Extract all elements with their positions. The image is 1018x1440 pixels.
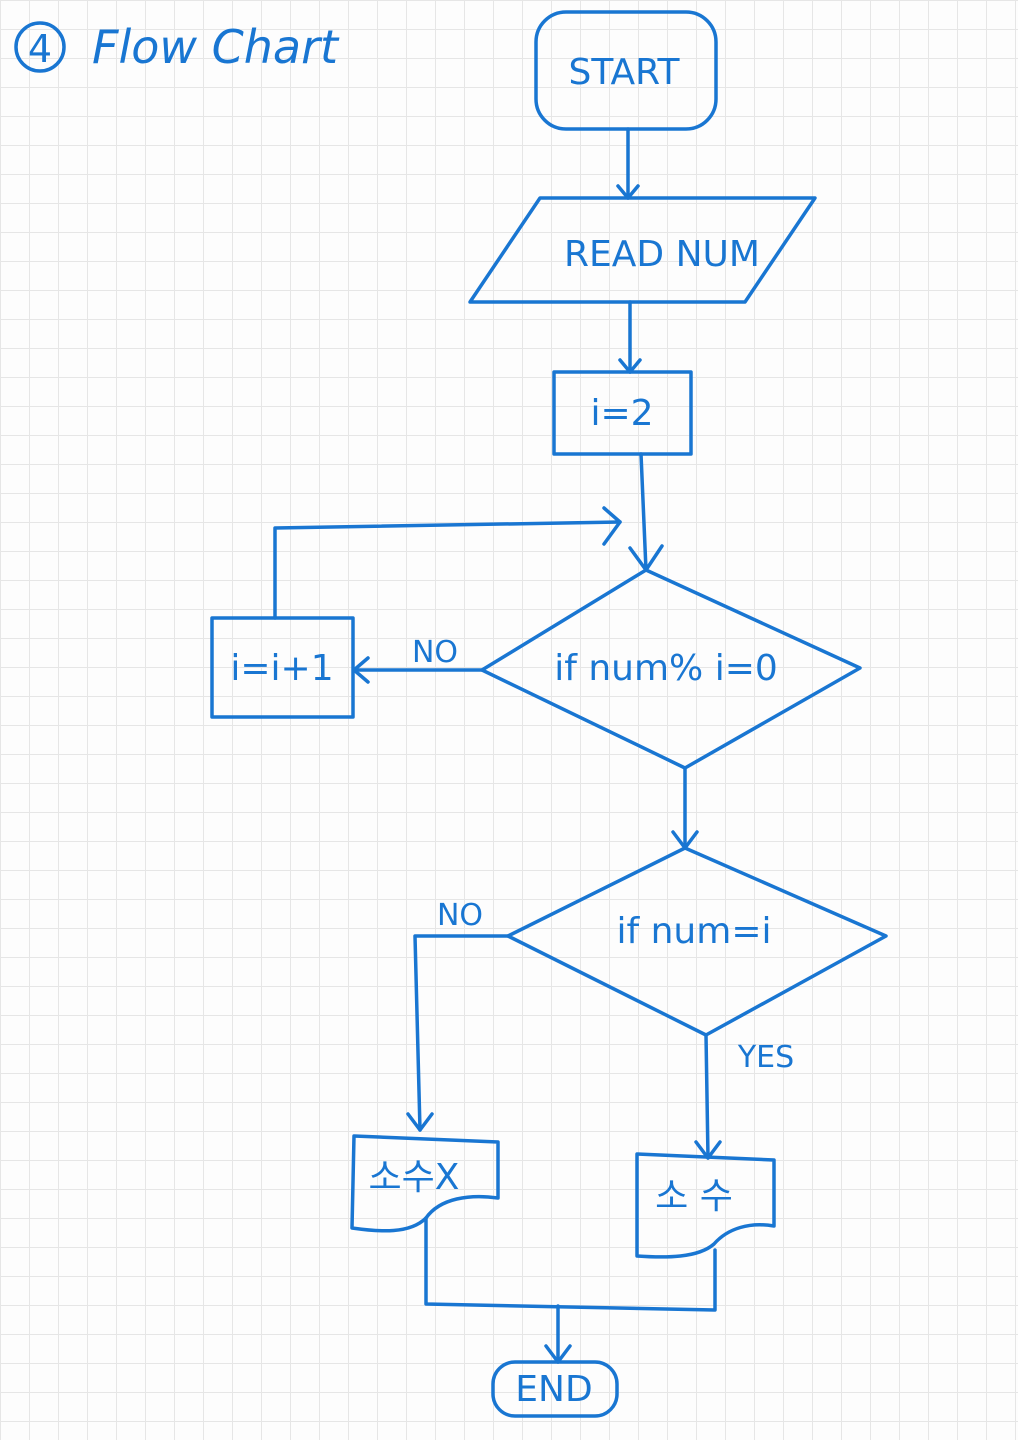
decision1-label: if num% i=0 bbox=[554, 648, 778, 689]
decision2-node: if num=i bbox=[506, 846, 888, 1037]
start-shape bbox=[534, 10, 718, 131]
page-title: 4 Flow Chart bbox=[14, 20, 340, 74]
end-label: END bbox=[515, 1369, 592, 1410]
edge-decision1-to-decision2 bbox=[671, 766, 699, 850]
title-number: 4 bbox=[28, 27, 52, 71]
not-prime-label: 소수X bbox=[369, 1157, 460, 1198]
decision1-no-label: NO bbox=[412, 635, 458, 670]
edge-init-to-decision1 bbox=[628, 452, 664, 572]
read-node: READ NUM bbox=[468, 196, 817, 304]
end-node: END bbox=[491, 1360, 619, 1418]
decision2-no-label: NO bbox=[437, 898, 483, 933]
edge-merge-to-end bbox=[424, 1216, 717, 1364]
edge-read-to-init bbox=[618, 300, 642, 374]
start-label: START bbox=[568, 52, 680, 93]
init-label: i=2 bbox=[590, 393, 653, 434]
edge-decision1-no: NO bbox=[352, 635, 484, 684]
init-node: i=2 bbox=[552, 370, 693, 456]
decision2-label: if num=i bbox=[617, 911, 772, 952]
title-number-circle bbox=[14, 21, 66, 73]
prime-label: 소 수 bbox=[655, 1176, 733, 1217]
increment-node: i=i+1 bbox=[210, 616, 355, 719]
init-shape bbox=[552, 370, 693, 456]
decision1-node: if num% i=0 bbox=[480, 568, 862, 770]
end-shape bbox=[491, 1360, 619, 1418]
decision2-yes-label: YES bbox=[737, 1040, 794, 1075]
start-node: START bbox=[534, 10, 718, 131]
edge-loop-back bbox=[273, 506, 622, 620]
read-shape bbox=[468, 196, 817, 304]
edge-start-to-read bbox=[616, 127, 640, 200]
edge-decision2-yes: YES bbox=[694, 1033, 794, 1160]
increment-label: i=i+1 bbox=[230, 648, 333, 689]
increment-shape bbox=[210, 616, 355, 719]
prime-node: 소 수 bbox=[635, 1152, 776, 1259]
title-text: Flow Chart bbox=[92, 20, 340, 74]
read-label: READ NUM bbox=[564, 234, 760, 275]
edge-decision2-no: NO bbox=[406, 898, 510, 1132]
prime-shape bbox=[635, 1152, 776, 1259]
